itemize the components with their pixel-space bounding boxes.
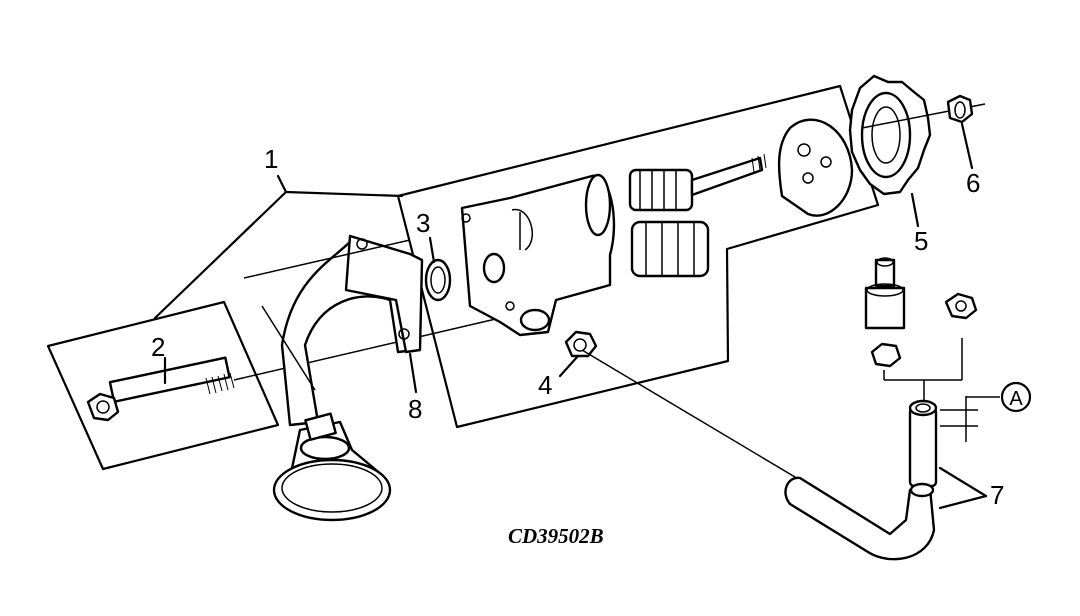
callout-1: 1 [264,144,278,174]
pump-drive-gear [848,74,986,196]
callout-5: 5 [914,226,928,256]
drive-gear-with-shaft [628,153,767,212]
callout-1-leaders [153,174,404,320]
pump-cover-plate [777,118,854,217]
bolt [86,317,501,422]
tube-nut [558,330,801,481]
bolt-threads [205,372,235,395]
pump-assembly-panel [396,84,880,429]
o-ring [424,236,452,302]
drive-gear-teeth [639,170,677,210]
oil-tube-assembly [784,338,963,561]
callout-8-leader [408,352,418,394]
callout-8: 8 [408,394,422,424]
bolt-panel [46,300,280,471]
shaft-splines [751,153,767,173]
callout-5-leader [910,192,920,228]
drive-gear-nut [946,94,974,170]
oil-pickup-tube [243,234,424,522]
fitting-parts [864,257,978,368]
driven-gear [630,220,710,278]
callout-3: 3 [416,208,430,238]
callout-6: 6 [966,168,980,198]
callout-7-leaders [938,466,988,510]
callout-2: 2 [151,332,165,362]
dimension-marker [940,396,1000,442]
figure-code: CD39502B [508,524,604,548]
callout-7: 7 [990,480,1004,510]
callout-4: 4 [538,370,552,400]
callout-a-label: A [1009,388,1023,410]
callout-a: A [1000,381,1032,413]
pump-housing [460,173,616,337]
